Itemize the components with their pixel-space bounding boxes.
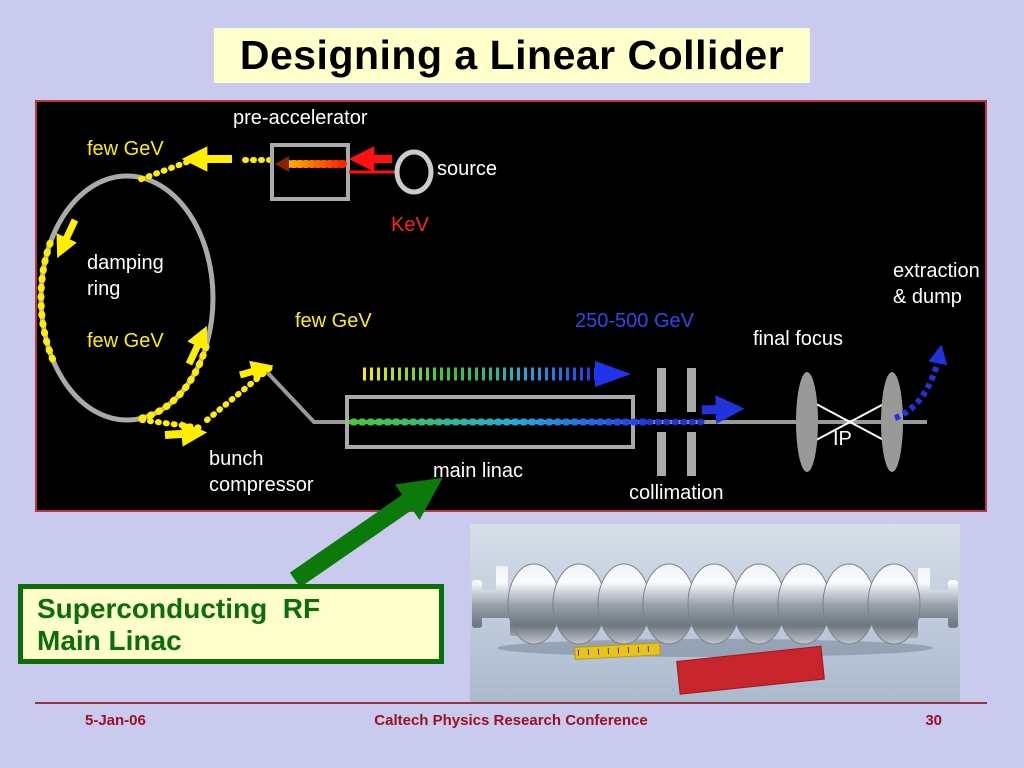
ruler bbox=[574, 642, 661, 660]
compressor-arrow-1 bbox=[164, 421, 208, 447]
footer-page-number: 30 bbox=[925, 712, 942, 729]
label-kev: KeV bbox=[391, 214, 429, 236]
label-few-gev-linac: few GeV bbox=[295, 310, 372, 332]
ring-bunches-right bbox=[138, 336, 212, 422]
callout-box: Superconducting RF Main Linac bbox=[18, 584, 444, 664]
cavity-port-right-top bbox=[918, 568, 930, 592]
label-few-gev-top: few GeV bbox=[87, 138, 164, 160]
cavity-pipe-right bbox=[916, 590, 952, 618]
final-focus-lens-left bbox=[796, 372, 818, 472]
collimation-bars-shape bbox=[657, 368, 696, 476]
label-few-gev-ring: few GeV bbox=[87, 330, 164, 352]
ring-direction-arrow-left bbox=[56, 218, 79, 259]
label-final-focus: final focus bbox=[753, 328, 844, 350]
compressor-bunches-1 bbox=[139, 417, 205, 431]
label-extraction-line2: & dump bbox=[893, 286, 962, 308]
cavity-port-left-top bbox=[496, 566, 508, 592]
pre-accelerator-arrowhead bbox=[275, 156, 289, 172]
rf-cavity-photo bbox=[470, 524, 960, 702]
collider-diagram-graphics bbox=[37, 143, 948, 476]
footer-conference: Caltech Physics Research Conference bbox=[374, 712, 648, 729]
label-main-linac: main linac bbox=[433, 460, 524, 482]
source-shape bbox=[394, 149, 434, 195]
footer-date: 5-Jan-06 bbox=[85, 712, 146, 729]
label-collimation: collimation bbox=[629, 482, 724, 504]
cavity-flange-right bbox=[948, 580, 958, 628]
transfer-bunches-ring-entry bbox=[136, 159, 190, 183]
final-focus-crossing-line-2 bbox=[804, 397, 896, 447]
slide-title: Designing a Linear Collider bbox=[213, 28, 811, 83]
pre-accelerator-box-shape bbox=[270, 143, 350, 201]
label-damping-line1: damping bbox=[87, 252, 164, 274]
compressor-bunches-2 bbox=[204, 365, 273, 423]
cavity-cells bbox=[507, 563, 921, 645]
acceleration-arrowhead bbox=[595, 361, 631, 387]
final-focus-lens-right bbox=[881, 372, 903, 472]
damping-ring-shape bbox=[38, 173, 216, 423]
label-bunch-line1: bunch bbox=[209, 448, 264, 470]
label-source: source bbox=[437, 158, 498, 180]
ring-bunches-left bbox=[37, 233, 56, 363]
label-interaction-point: IP bbox=[833, 428, 852, 450]
post-collimation-arrow bbox=[701, 395, 745, 424]
ring-direction-arrow-right bbox=[185, 325, 208, 366]
rf-cavity-graphics bbox=[472, 563, 958, 695]
callout-line1: Superconducting RF bbox=[37, 593, 321, 624]
extraction-arrow-shape bbox=[893, 344, 948, 421]
label-energy-range: 250-500 GeV bbox=[575, 310, 694, 332]
label-extraction-line1: extraction bbox=[893, 260, 980, 282]
footer-divider bbox=[35, 702, 987, 704]
cavity-flange-left bbox=[472, 580, 482, 628]
label-pre-accelerator: pre-accelerator bbox=[233, 107, 368, 129]
compressor-arrow-2 bbox=[239, 360, 274, 383]
red-mat bbox=[676, 645, 825, 695]
label-bunch-line2: compressor bbox=[209, 474, 314, 496]
callout-line2: Main Linac bbox=[37, 625, 182, 656]
collider-diagram: pre-accelerator few GeV source KeV dampi… bbox=[35, 100, 987, 512]
label-damping-line2: ring bbox=[87, 278, 121, 300]
